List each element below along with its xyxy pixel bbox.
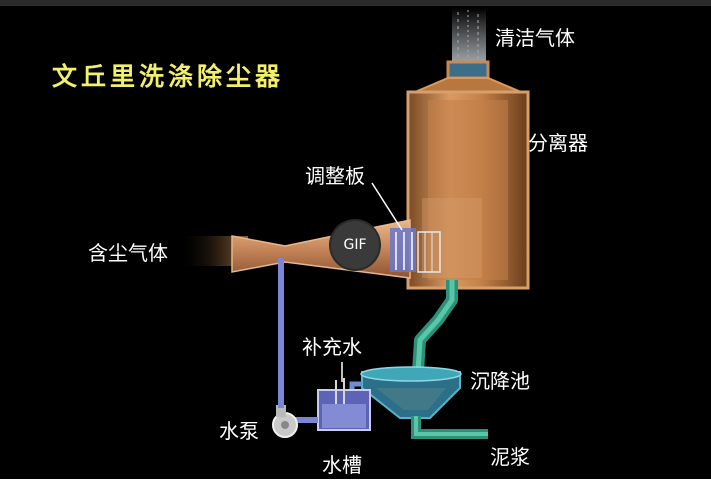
- separator-vessel: [406, 90, 530, 290]
- gif-play-badge[interactable]: GIF: [331, 221, 379, 269]
- settling-tank: [360, 366, 462, 419]
- adjusting-plate-leader: [371, 182, 403, 231]
- label-pump: 水泵: [219, 419, 259, 443]
- label-clean-gas: 清洁气体: [495, 26, 575, 50]
- page-title: 文丘里洗涤除尘器: [52, 62, 285, 91]
- venturi-tube: [231, 219, 411, 279]
- label-dusty-gas: 含尘气体: [88, 241, 168, 265]
- label-water-tank: 水槽: [322, 453, 362, 477]
- label-separator: 分离器: [528, 131, 588, 155]
- clean-gas-steam: [452, 8, 486, 70]
- top-bar: [0, 0, 711, 6]
- bottom-bar: [0, 479, 711, 489]
- label-makeup-water: 补充水: [302, 335, 362, 359]
- pump: [272, 405, 298, 438]
- water-tank: [317, 378, 371, 431]
- label-adjusting-plate: 调整板: [305, 164, 365, 188]
- label-slurry: 泥浆: [490, 445, 530, 469]
- separator-outlet: [407, 60, 529, 96]
- label-settling-tank: 沉降池: [470, 369, 530, 393]
- adjusting-plate: [390, 228, 441, 273]
